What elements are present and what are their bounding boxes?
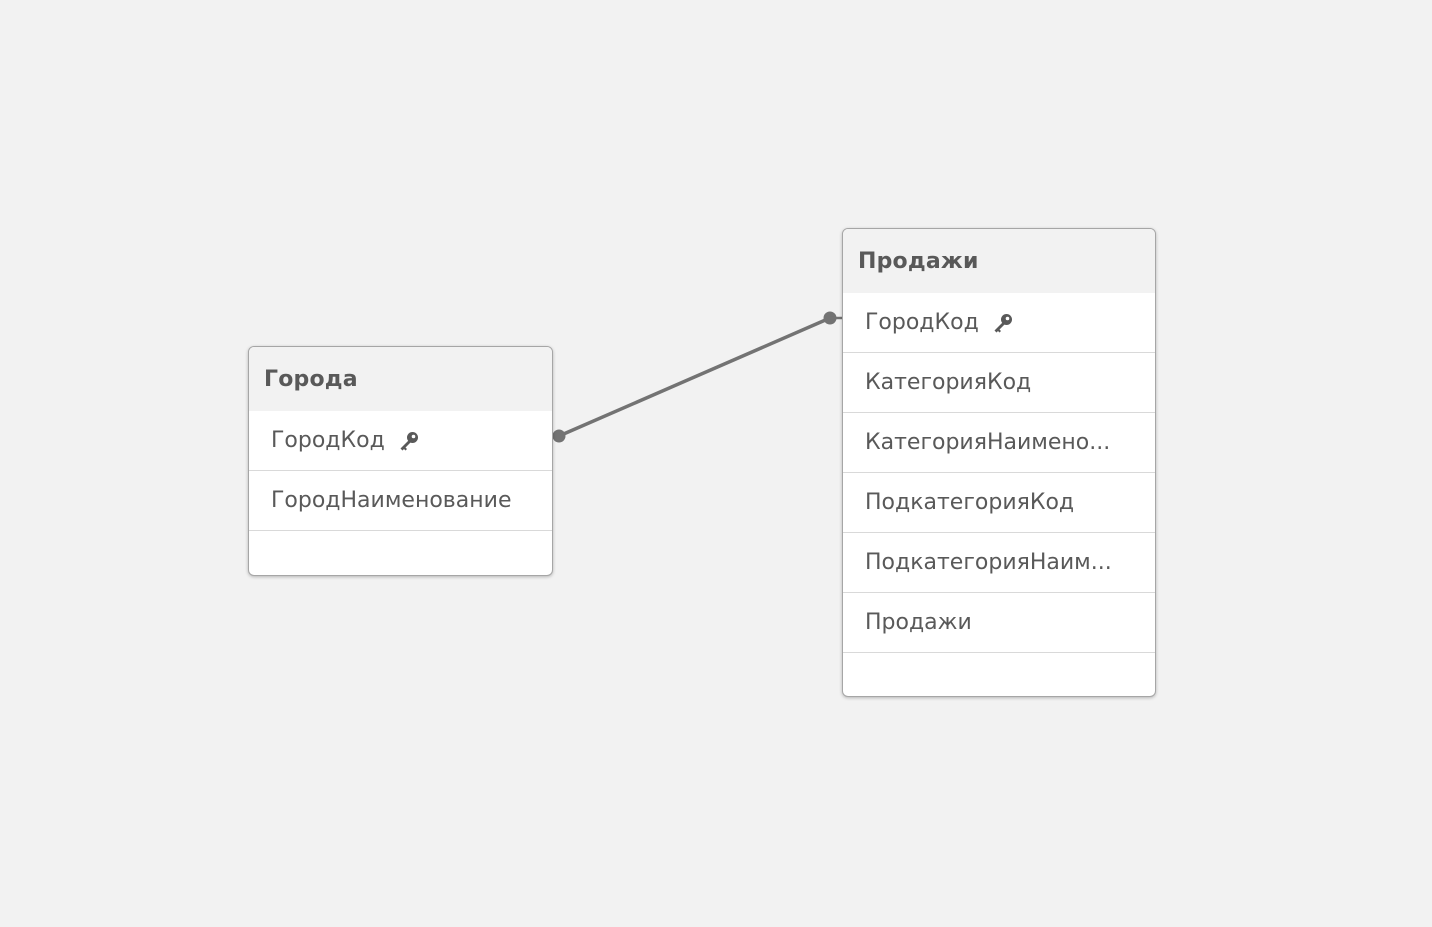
table-header[interactable]: Продажи <box>843 229 1155 293</box>
key-icon <box>400 431 418 450</box>
table-footer-spacer <box>249 531 552 573</box>
field-row[interactable]: КатегорияНаимено... <box>843 413 1155 473</box>
table-title: Города <box>264 366 358 392</box>
field-name: ГородКод <box>865 310 979 335</box>
association-link-line[interactable] <box>557 316 832 438</box>
link-endpoint-goroda[interactable] <box>552 429 566 443</box>
field-name: Продажи <box>865 610 972 635</box>
field-name: ПодкатегорияКод <box>865 490 1075 515</box>
key-icon <box>994 313 1012 332</box>
link-endpoint-prodazhi[interactable] <box>823 311 837 325</box>
field-row[interactable]: ПодкатегорияНаим... <box>843 533 1155 593</box>
table-footer-spacer <box>843 653 1155 695</box>
field-row[interactable]: КатегорияКод <box>843 353 1155 413</box>
field-row[interactable]: ГородНаименование <box>249 471 552 531</box>
table-title: Продажи <box>858 248 979 274</box>
field-row[interactable]: ГородКод <box>249 411 552 471</box>
field-name: ГородНаименование <box>271 488 512 513</box>
field-row[interactable]: ПодкатегорияКод <box>843 473 1155 533</box>
table-card-prodazhi[interactable]: Продажи ГородКод КатегорияКод КатегорияН… <box>842 228 1156 697</box>
field-name: ГородКод <box>271 428 385 453</box>
field-name: КатегорияКод <box>865 370 1032 395</box>
table-card-goroda[interactable]: Города ГородКод ГородНаименование <box>248 346 553 576</box>
field-name: КатегорияНаимено... <box>865 430 1111 455</box>
table-header[interactable]: Города <box>249 347 552 411</box>
field-row[interactable]: Продажи <box>843 593 1155 653</box>
field-name: ПодкатегорияНаим... <box>865 550 1112 575</box>
field-row[interactable]: ГородКод <box>843 293 1155 353</box>
